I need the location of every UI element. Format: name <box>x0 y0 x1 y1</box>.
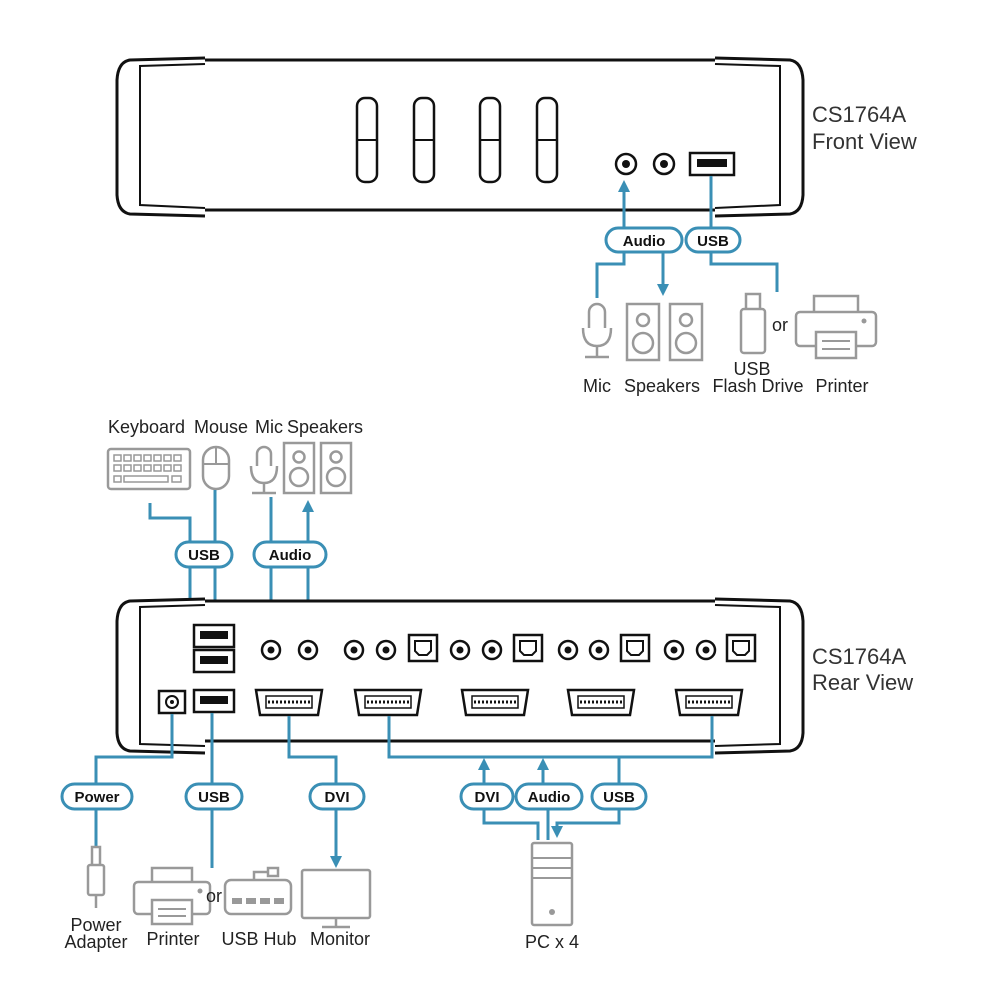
microphone-icon <box>581 302 613 359</box>
power-adapter-icon <box>86 845 106 908</box>
svg-text:Audio: Audio <box>528 789 571 806</box>
front-audio-pill: Audio <box>604 226 684 254</box>
svg-text:USB: USB <box>198 789 230 806</box>
svg-text:USB: USB <box>188 547 220 564</box>
mouse-icon <box>201 445 231 491</box>
svg-text:Audio: Audio <box>623 233 666 250</box>
rear-view-unit <box>115 597 805 755</box>
rear-view-title-line2: Rear View <box>812 670 913 695</box>
rear-label-keyboard: Keyboard <box>108 417 185 437</box>
monitor-icon <box>300 868 372 929</box>
svg-text:Audio: Audio <box>269 547 312 564</box>
rear-label-pc: PC x 4 <box>525 932 579 952</box>
pc-usb-b-port <box>619 633 651 663</box>
svg-text:DVI: DVI <box>324 789 349 806</box>
rear-view-title-line1: CS1764A <box>812 644 907 669</box>
pc-usb-b-port <box>512 633 544 663</box>
pc-dvi-port <box>460 688 530 717</box>
front-label-speakers: Speakers <box>624 376 700 396</box>
svg-text:DVI: DVI <box>474 789 499 806</box>
rear-label-power: Power <box>70 915 121 935</box>
front-label-usb: USB <box>733 359 770 379</box>
pc-dvi-pill: DVI <box>459 782 515 811</box>
speakers-icon <box>625 302 704 362</box>
printer-icon <box>132 866 212 926</box>
front-label-printer: Printer <box>815 376 868 396</box>
front-usb-pill: USB <box>684 226 742 254</box>
speakers-icon <box>282 441 353 495</box>
front-label-mic: Mic <box>583 376 611 396</box>
pc-tower-icon <box>530 841 574 927</box>
rear-label-or: or <box>206 886 222 906</box>
rear-label-mic: Mic <box>255 417 283 437</box>
front-view-title-line2: Front View <box>812 129 917 154</box>
svg-text:Power: Power <box>74 789 119 806</box>
pc-dvi-port <box>353 688 423 717</box>
usb-flash-drive-icon <box>739 292 767 355</box>
front-view-unit <box>115 56 805 218</box>
rear-usb-top-pill: USB <box>174 540 234 569</box>
pc-dvi-port <box>674 688 744 717</box>
pc-usb-b-port <box>407 633 439 663</box>
rear-usb-bottom-pill: USB <box>184 782 244 811</box>
pc-usb-pill: USB <box>590 782 648 811</box>
svg-text:USB: USB <box>603 789 635 806</box>
usb-hub-icon <box>223 866 293 916</box>
pc-audio-pill: Audio <box>514 782 584 811</box>
rear-dvi-pill: DVI <box>308 782 366 811</box>
rear-label-mouse: Mouse <box>194 417 248 437</box>
rear-audio-top-pill: Audio <box>252 540 328 569</box>
rear-label-speakers: Speakers <box>287 417 363 437</box>
pc-usb-b-port <box>725 633 757 663</box>
microphone-icon <box>249 445 279 495</box>
pc-dvi-port <box>566 688 636 717</box>
rear-label-monitor: Monitor <box>310 929 370 949</box>
keyboard-icon <box>106 447 192 491</box>
rear-label-usb-hub: USB Hub <box>221 929 296 949</box>
front-view-title-line1: CS1764A <box>812 102 907 127</box>
rear-label-adapter: Adapter <box>64 932 127 952</box>
printer-icon <box>794 294 878 360</box>
front-label-or: or <box>772 315 788 335</box>
rear-label-printer: Printer <box>146 929 199 949</box>
svg-text:USB: USB <box>697 233 729 250</box>
rear-power-pill: Power <box>60 782 134 811</box>
console-dvi-port <box>254 688 324 717</box>
front-label-flash-drive: Flash Drive <box>712 376 803 396</box>
